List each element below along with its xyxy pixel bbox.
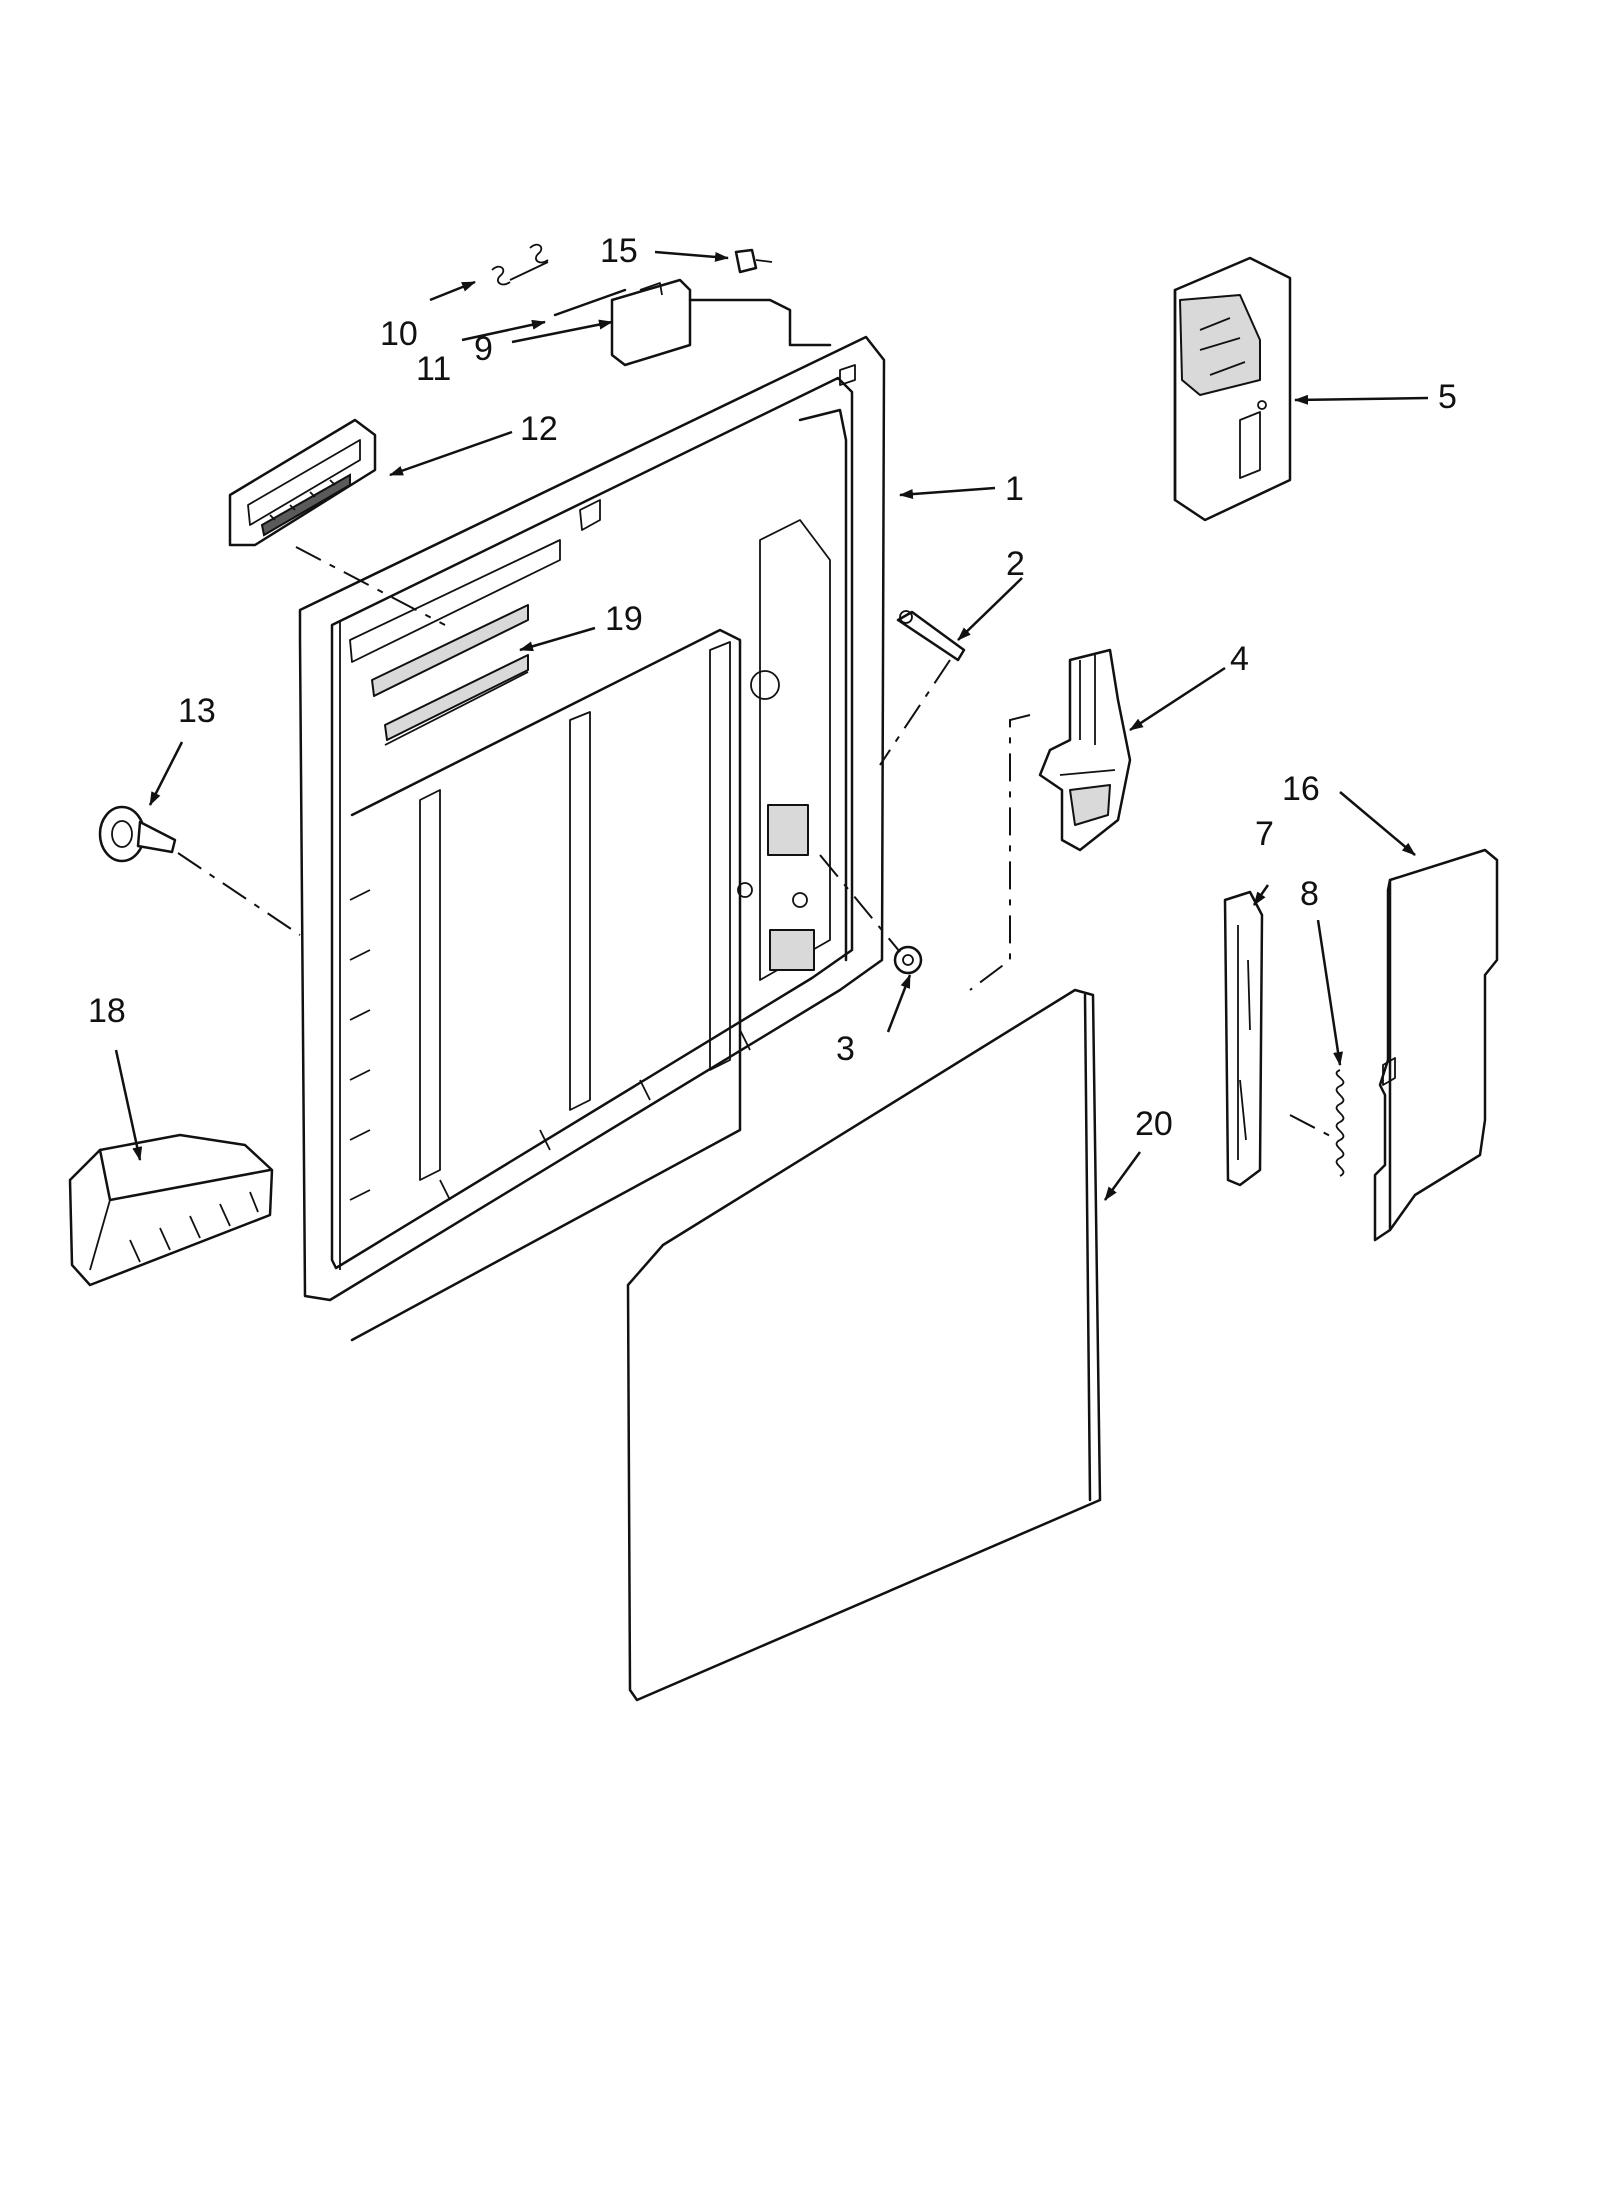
door-panel <box>626 988 1102 1702</box>
callout-9: 9 <box>474 330 493 368</box>
latch-pin <box>896 610 966 662</box>
inner-door-panel <box>298 335 886 1342</box>
rod <box>553 288 627 317</box>
door-handle <box>228 418 377 547</box>
callout-3: 3 <box>836 1030 855 1068</box>
screw <box>734 248 773 274</box>
callout-1: 1 <box>1005 470 1024 508</box>
callout-2: 2 <box>1006 545 1025 583</box>
cover <box>610 278 692 367</box>
end-cap <box>68 1133 274 1287</box>
callout-16: 16 <box>1282 770 1320 808</box>
callout-labels: 1 2 3 4 5 7 8 9 10 11 12 13 15 16 18 19 … <box>88 232 1457 1143</box>
callout-7: 7 <box>1255 815 1274 853</box>
callout-arrows <box>114 250 1429 1201</box>
door-latch <box>1038 648 1132 852</box>
callout-8: 8 <box>1300 875 1319 913</box>
side-trim <box>1373 848 1499 1242</box>
latch-housing <box>1173 256 1292 522</box>
hinge-spring <box>1335 1069 1345 1177</box>
callout-13: 13 <box>178 692 216 730</box>
bumper <box>98 805 177 863</box>
callout-10: 10 <box>380 315 418 353</box>
panel-rail <box>384 671 529 746</box>
callout-20: 20 <box>1135 1105 1173 1143</box>
callout-19: 19 <box>605 600 643 638</box>
springs <box>491 243 549 286</box>
hinge-arm <box>1223 890 1264 1187</box>
callout-11: 11 <box>416 350 451 388</box>
callout-5: 5 <box>1438 378 1457 416</box>
callout-18: 18 <box>88 992 126 1030</box>
assembly-lines <box>177 298 1339 1141</box>
callout-4: 4 <box>1230 640 1249 678</box>
callout-12: 12 <box>520 410 558 448</box>
nut <box>893 945 923 975</box>
callout-15: 15 <box>600 232 638 270</box>
